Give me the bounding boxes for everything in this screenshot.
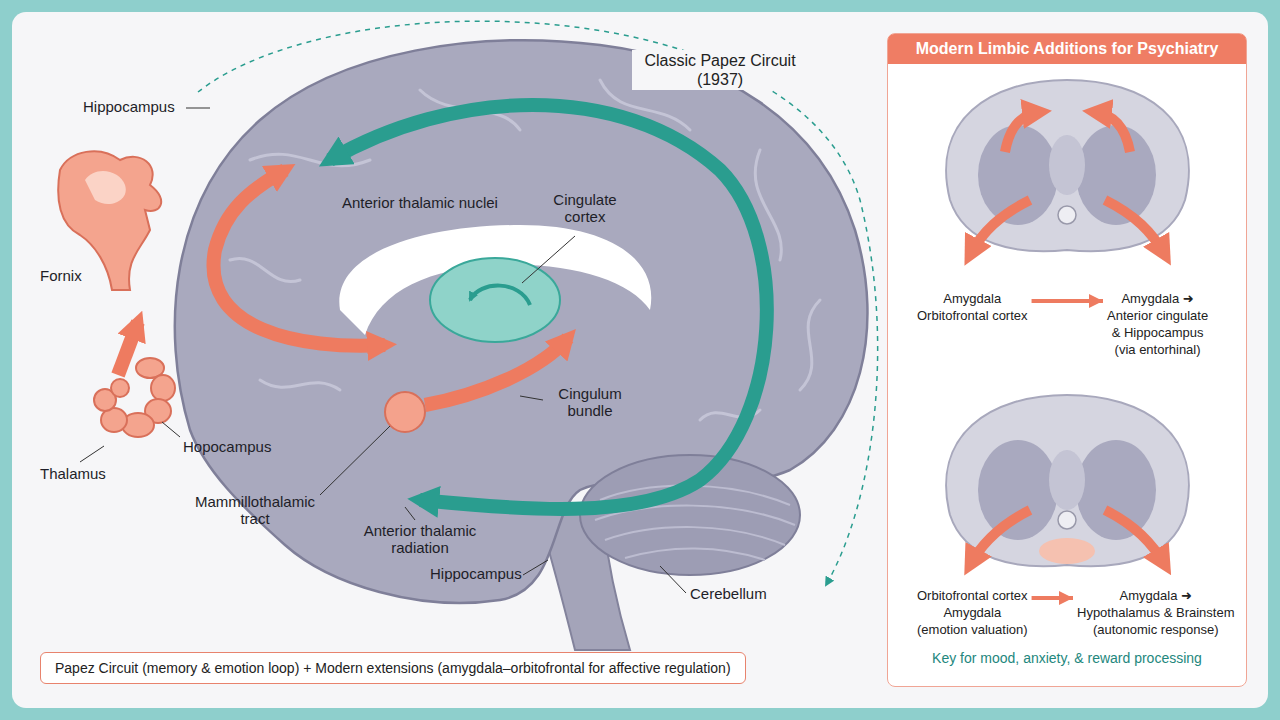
pathway-text: (autonomic response) — [1077, 622, 1235, 639]
pathway-box: AmygdalaOrbitofrontal cortex — [913, 289, 1032, 327]
coronal-center — [1049, 135, 1085, 195]
leader-line — [660, 566, 686, 593]
pathway-arrow — [1105, 200, 1165, 255]
curl-segment — [151, 375, 175, 401]
pathway-text: Orbitofrontal cortex — [917, 308, 1028, 325]
pathway-text: Amygdala ➜ — [1077, 588, 1235, 605]
mammillothalamic-arrow — [425, 338, 568, 405]
cerebrum — [175, 40, 868, 603]
leader-line — [520, 396, 543, 400]
anatomy-label: Mammillothalamic tract — [180, 494, 330, 527]
gyrus — [260, 380, 340, 390]
anatomy-label: Hippocampus — [83, 99, 175, 116]
pathway-text: (emotion valuation) — [917, 622, 1028, 639]
anatomy-label: Hippocampus — [430, 566, 522, 583]
cerebellum-shape — [580, 455, 800, 575]
pathway-arrow — [970, 200, 1030, 255]
hippocampal-inset — [58, 151, 175, 437]
coronal-lobe — [1076, 440, 1156, 540]
cerebellum — [580, 455, 800, 575]
hypothalamus-shape — [1039, 538, 1095, 564]
leader-lines — [80, 108, 686, 593]
pathway-text: (via entorhinal) — [1107, 342, 1208, 359]
leader-line — [522, 236, 575, 283]
gyri — [230, 80, 820, 420]
fornix-inner — [85, 171, 126, 204]
coronal-figure — [946, 80, 1189, 255]
coronal-arrows — [970, 112, 1165, 255]
curl-segment — [111, 379, 129, 397]
pathway-text: Hypothalamus & Brainstem — [1077, 605, 1235, 622]
panel-box: Modern Limbic Additions for PsychiatryKe… — [887, 33, 1247, 687]
hippocampus-curl — [94, 358, 175, 437]
anatomy-label: Cingulate cortex — [540, 192, 630, 225]
pathway-arrow — [1094, 112, 1130, 152]
panel-ground — [887, 33, 1247, 687]
pathway-box: Amygdala ➜Anterior cingulate& Hippocampu… — [1103, 289, 1212, 361]
panel-note: Key for mood, anxiety, & reward processi… — [888, 650, 1246, 666]
pathway-connector — [1032, 596, 1073, 600]
canvas — [12, 12, 1268, 708]
pathway-text: Anterior cingulate — [1107, 308, 1208, 325]
pathway-connector — [1032, 299, 1103, 303]
coronal-node — [1058, 206, 1076, 224]
leader-line — [320, 426, 390, 495]
leader-line — [186, 108, 210, 109]
inset-arrow — [118, 322, 138, 375]
thalamus — [430, 258, 560, 342]
anatomy-label: Anterior thalamic nuclei — [342, 195, 498, 212]
pathway-box: Orbitofrontal cortexAmygdala(emotion val… — [913, 586, 1032, 641]
coronal-lobe — [978, 440, 1058, 540]
leader-line — [162, 422, 180, 437]
mammillary-body — [385, 392, 425, 432]
pathway-text: Amygdala — [917, 605, 1028, 622]
leader-line — [523, 560, 548, 575]
caption-box: Papez Circuit (memory & emotion loop) + … — [40, 652, 746, 684]
pathway-text: Amygdala ➜ — [1107, 291, 1208, 308]
leader-line — [405, 507, 415, 520]
folia — [595, 486, 795, 560]
coronal-figure — [946, 395, 1189, 566]
pathway-arrow — [1105, 510, 1165, 565]
gyrus — [800, 300, 820, 390]
panel-heading: Modern Limbic Additions for Psychiatry — [888, 34, 1246, 64]
coronal-arrows — [970, 510, 1165, 565]
coronal-center — [1049, 450, 1085, 510]
anatomy-label: Fornix — [40, 268, 82, 285]
pathway-arrow — [1005, 112, 1040, 152]
pathway-arrow — [970, 510, 1030, 565]
pathway-text: Orbitofrontal cortex — [917, 588, 1028, 605]
gyrus — [250, 154, 370, 166]
diagram-title: Classic Papez Circuit (1937) — [632, 50, 808, 90]
papez-loop-arrow — [330, 105, 767, 509]
coronal-outline — [946, 395, 1189, 566]
anatomy-label: Cingulum bundle — [545, 386, 635, 419]
gyrus — [230, 258, 300, 281]
coronal-outline — [946, 80, 1189, 251]
brain-sagittal — [175, 40, 868, 650]
anatomy-label: Hopocampus — [183, 439, 271, 456]
anatomy-label: Cerebellum — [690, 586, 767, 603]
pathway-box: Amygdala ➜Hypothalamus & Brainstem(auton… — [1073, 586, 1239, 641]
leader-line — [80, 446, 104, 462]
anatomy-label: Anterior thalamic radiation — [345, 523, 495, 556]
coronal-node — [1058, 511, 1076, 529]
thalamus-arrow — [470, 286, 530, 305]
pathway-text: & Hippocampus — [1107, 325, 1208, 342]
pathway-text: Amygdala — [917, 291, 1028, 308]
anatomy-label: Thalamus — [40, 466, 106, 483]
